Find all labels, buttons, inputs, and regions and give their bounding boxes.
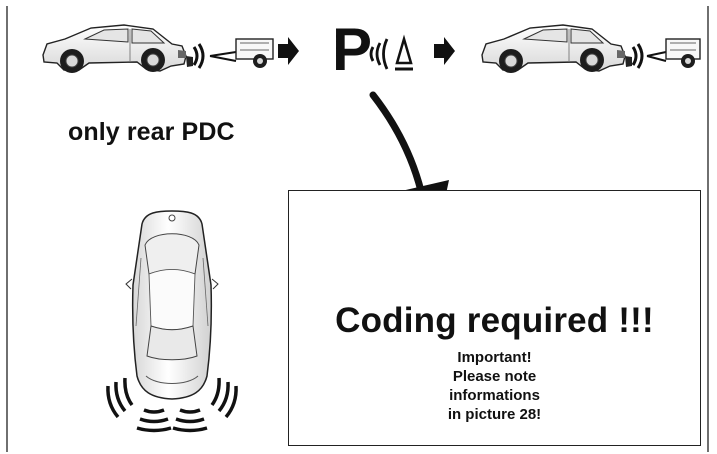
important-note-line: Important! [457, 349, 532, 366]
sensor-wave-left-icon [106, 377, 134, 419]
coding-notice-box: Coding required !!! Important! Please no… [288, 190, 701, 446]
sensor-wave-center-right-icon [172, 408, 208, 433]
car-top-view-icon [125, 210, 219, 400]
obstacle-triangle-icon [395, 34, 413, 71]
sensor-wave-right-icon [210, 377, 238, 419]
important-note-line: informations [449, 387, 540, 404]
right-arrow-icon [278, 37, 299, 65]
important-note-line: in picture 28! [447, 406, 542, 423]
coding-required-title: Coding required !!! [335, 301, 654, 340]
rear-pdc-label: only rear PDC [68, 118, 235, 146]
hatchback-car-right [481, 24, 632, 73]
right-arrow-icon [434, 37, 455, 65]
parking-sensor-symbol: P [332, 16, 413, 83]
important-note-line: Please note [452, 368, 537, 385]
important-note: Important! Please note informations in p… [289, 348, 700, 424]
parking-symbol-letter: P [332, 16, 372, 83]
car-with-trailer-left [42, 24, 274, 73]
parking-sensor-icon [192, 43, 205, 69]
rear-parking-sensor-waves-icon [106, 377, 238, 433]
hatchback-car-left [42, 24, 193, 73]
trailer-right [646, 38, 701, 68]
sensor-wave-center-left-icon [136, 408, 172, 433]
sensor-wave-icon [369, 38, 389, 70]
car-with-trailer-right [481, 24, 701, 73]
trailer-left [209, 38, 274, 68]
parking-sensor-icon [631, 43, 644, 69]
